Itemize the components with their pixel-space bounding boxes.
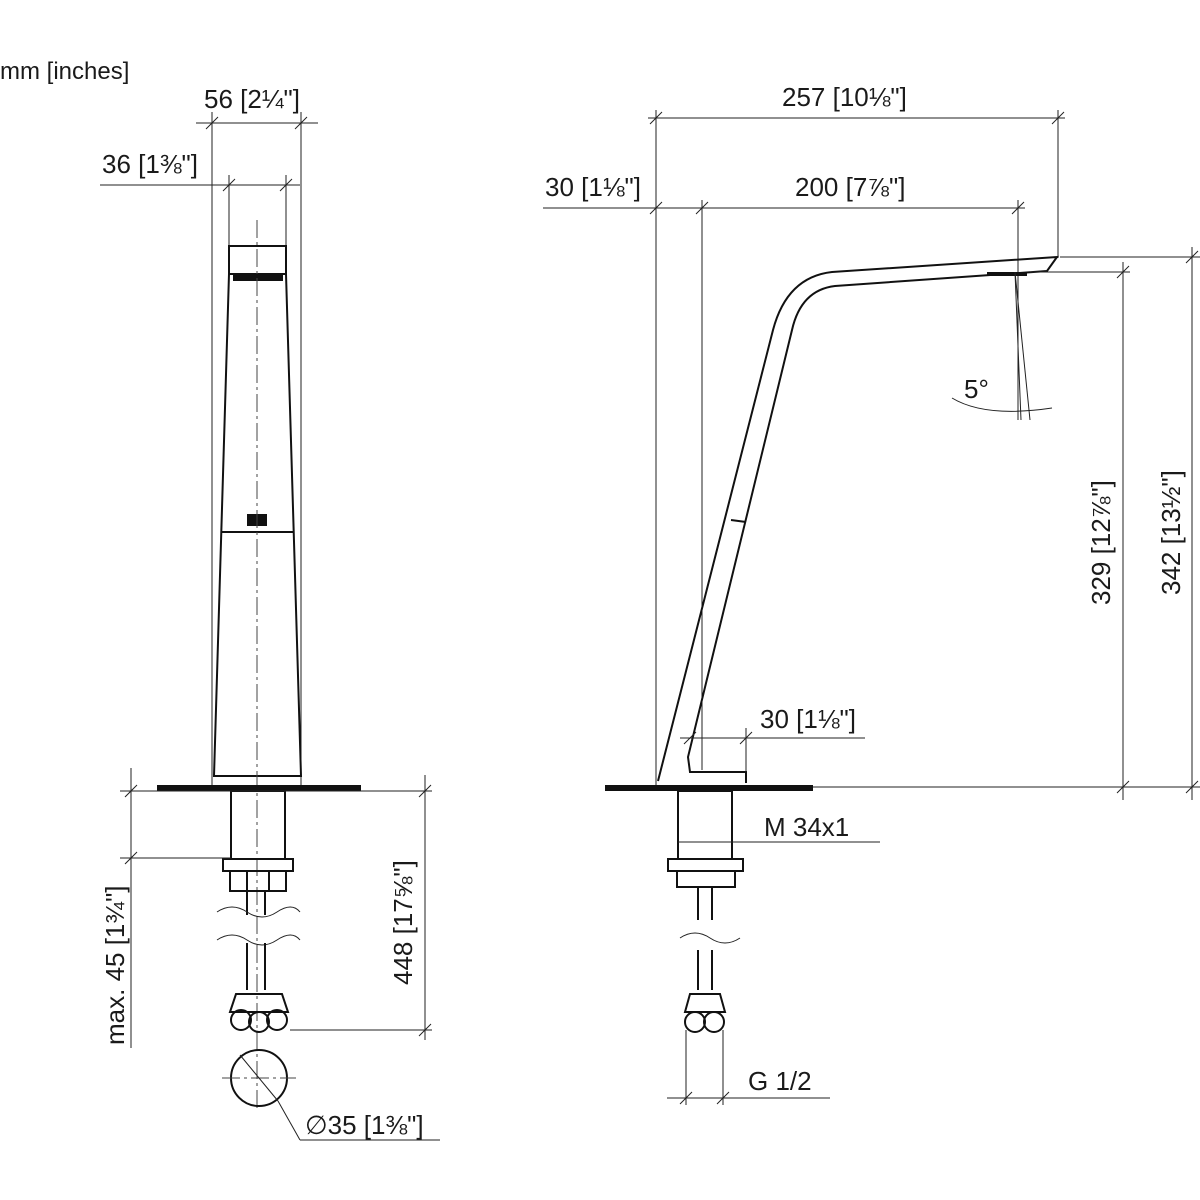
dim-offset-label: 30 [1⅛"] xyxy=(545,172,641,202)
dim-reach-total-label: 257 [10⅛"] xyxy=(782,82,907,112)
mounting-nut xyxy=(222,858,294,872)
spout-body xyxy=(657,255,1060,783)
dim-height-total-label: 342 [13½"] xyxy=(1156,470,1186,595)
dim-depth-label: 448 [17⅝"] xyxy=(388,860,418,985)
dim-angle-label: 5° xyxy=(964,374,989,404)
side-base-plate xyxy=(605,785,813,791)
dim-width-total-label: 56 [2¼"] xyxy=(204,84,300,114)
lever-grip xyxy=(233,273,283,281)
shank xyxy=(230,790,286,860)
front-view: 56 [2¼"] 36 [1⅜"] xyxy=(100,84,440,1141)
dim-hole-diameter-label: ∅35 [1⅜"] xyxy=(305,1110,424,1140)
dim-base-label: 30 [1⅛"] xyxy=(760,704,856,734)
base-plate xyxy=(157,785,361,791)
dim-reach-spout-label: 200 [7⅞"] xyxy=(795,172,905,202)
angle-arc xyxy=(951,397,1053,412)
dim-height-outlet-label: 329 [12⅞"] xyxy=(1086,480,1116,605)
dim-width-top-label: 36 [1⅜"] xyxy=(102,149,198,179)
side-shank xyxy=(677,790,733,860)
side-view: 257 [10⅛"] 30 [1⅛"] 200 [7⅞"] 5° 30 [1⅛"… xyxy=(543,82,1200,1105)
units-note: mm [inches] xyxy=(0,58,129,85)
dim-max-thickness-label: max. 45 [1¾"] xyxy=(100,885,130,1045)
connection-label: G 1/2 xyxy=(748,1066,812,1096)
thread-label: M 34x1 xyxy=(764,812,849,842)
